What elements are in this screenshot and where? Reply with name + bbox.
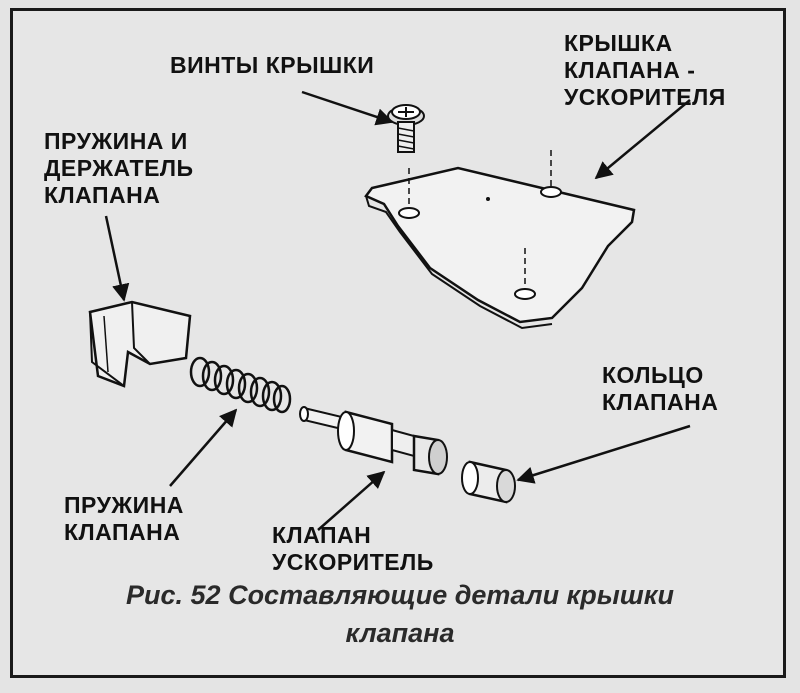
leader-arrows [104, 90, 691, 531]
figure-caption-line-1: Рис. 52 Составляющие детали крышки [126, 580, 674, 610]
arrow-valve-spring [169, 408, 238, 487]
figure-caption-line-2: клапана [345, 618, 455, 648]
valve-spring-coil [189, 356, 292, 414]
accelerator-valve-cover-plate [364, 150, 636, 330]
arrow-valve-ring [516, 424, 691, 484]
arrow-cover-screws [301, 90, 394, 126]
label-accelerator-valve: КЛАПАН УСКОРИТЕЛЬ [272, 522, 434, 575]
label-accelerator-valve-cover: КРЫШКА КЛАПАНА - УСКОРИТЕЛЯ [564, 30, 726, 110]
label-valve-ring: КОЛЬЦО КЛАПАНА [602, 362, 719, 415]
valve-ring [461, 460, 516, 504]
valve-spring-holder [88, 300, 192, 388]
label-cover-screws: ВИНТЫ КРЫШКИ [170, 52, 375, 78]
accelerator-valve-body [299, 406, 448, 476]
arrow-spring-holder [104, 215, 130, 302]
cover-screw [387, 104, 425, 153]
label-valve-spring-and-holder: ПРУЖИНА И ДЕРЖАТЕЛЬ КЛАПАНА [44, 128, 194, 208]
label-valve-spring: ПРУЖИНА КЛАПАНА [64, 492, 184, 545]
arrow-valve-cover [594, 99, 691, 180]
arrow-accelerator-valve [317, 470, 386, 531]
